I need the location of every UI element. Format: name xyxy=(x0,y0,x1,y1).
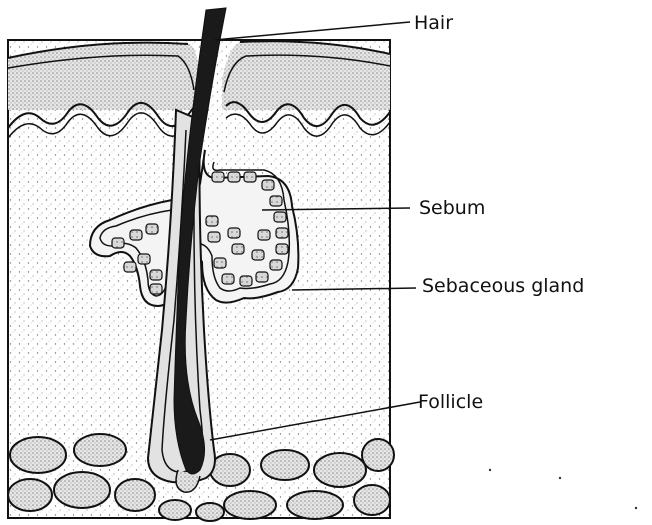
label-hair: Hair xyxy=(414,12,453,34)
label-sebaceous-gland: Sebaceous gland xyxy=(422,275,584,297)
label-follicle: Follicle xyxy=(418,391,483,413)
hair-leader-line xyxy=(214,22,410,40)
label-sebum: Sebum xyxy=(419,197,485,219)
scan-specks xyxy=(489,469,637,509)
